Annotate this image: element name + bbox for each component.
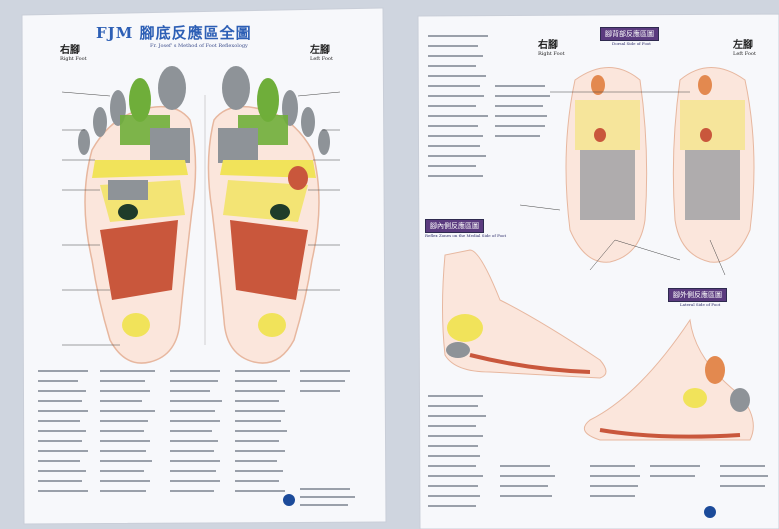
dorsal-subheader: Dorsal Side of Foot xyxy=(612,41,651,46)
dorsal-left-foot-zh: 左腳 xyxy=(733,40,756,51)
right-foot-label-en: Right Foot xyxy=(60,56,87,62)
right-poster xyxy=(418,14,779,529)
dorsal-left-foot-en: Left Foot xyxy=(733,51,756,57)
left-foot-label: 左腳 Left Foot xyxy=(310,45,333,62)
dorsal-right-foot-zh: 右腳 xyxy=(538,40,565,51)
dorsal-left-foot-label: 左腳 Left Foot xyxy=(733,40,756,57)
right-foot-label-zh: 右腳 xyxy=(60,45,87,56)
left-foot-label-en: Left Foot xyxy=(310,56,333,62)
dorsal-right-foot-en: Right Foot xyxy=(538,51,565,57)
left-foot-label-zh: 左腳 xyxy=(310,45,333,56)
right-foot-label: 右腳 Right Foot xyxy=(60,45,87,62)
lateral-subheader: Lateral Side of Foot xyxy=(680,302,720,307)
left-poster xyxy=(22,8,386,524)
lateral-header: 腳外側反應區圖 xyxy=(668,288,727,302)
dorsal-right-foot-label: 右腳 Right Foot xyxy=(538,40,565,57)
medial-subheader: Reflex Zones on the Medial Side of Foot xyxy=(425,233,506,238)
left-poster-title: FJM 腳底反應區全圖 xyxy=(96,22,252,43)
left-poster-subtitle: Fr. Josef' s Method of Foot Reflexology xyxy=(150,43,248,49)
medial-header: 腳內側反應區圖 xyxy=(425,219,484,233)
dorsal-header: 腳背部反應區圖 xyxy=(600,27,659,41)
